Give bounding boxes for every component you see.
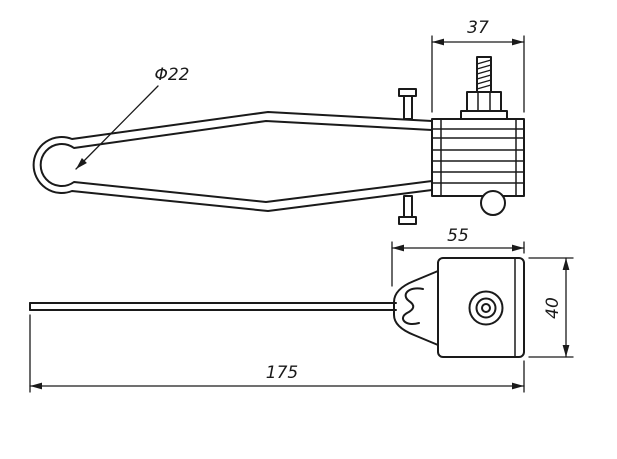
dim175-arrow-left (30, 382, 42, 390)
bolt-thread-4 (476, 74, 492, 80)
dimension-overall-length: 175 (29, 314, 525, 393)
dimension-loop-diameter: Φ22 (75, 65, 190, 170)
dim40-arrow-bottom (562, 345, 570, 357)
bolt-head-outer-circle (468, 290, 504, 326)
dimension-top-width: 37 (431, 18, 525, 113)
bolt-thread-6 (476, 84, 492, 90)
bolt-thread-5 (476, 79, 492, 85)
phi22-label: Φ22 (154, 65, 189, 85)
dim175-arrow-right (512, 382, 524, 390)
dim55-arrow-left (392, 244, 404, 252)
bolt-thread-2 (476, 64, 492, 70)
dimension-body-height: 40 (528, 257, 574, 358)
dim55-label: 55 (447, 226, 469, 246)
bail-loop-inner (39, 120, 433, 203)
dim37-arrow-right (512, 38, 524, 46)
bolt-thread-3 (476, 69, 492, 75)
dim37-arrow-left (432, 38, 444, 46)
lower-screw-stem (403, 195, 413, 218)
clamp-body-side (437, 257, 525, 358)
top-view (32, 56, 525, 225)
top-bolt (460, 56, 508, 120)
dim37-label: 37 (467, 18, 489, 38)
upper-screw-head (398, 88, 417, 97)
bail-loop-outer (32, 111, 433, 212)
rod (29, 302, 397, 311)
dim40-arrow-top (562, 258, 570, 270)
bolt-washer (460, 110, 508, 120)
lower-screw-head (398, 216, 417, 225)
s-hook-slot (402, 287, 424, 325)
lower-set-screw (398, 195, 417, 225)
dim175-label: 175 (266, 363, 298, 383)
dim40-label: 40 (543, 297, 563, 319)
bolt-head-center-circle (481, 303, 491, 313)
dim55-arrow-right (512, 244, 524, 252)
dimension-body-width: 55 (391, 226, 525, 287)
phi22-leader-arrow (76, 158, 87, 169)
bolt-thread-1 (476, 59, 492, 65)
bolt-head-middle-circle (475, 297, 497, 319)
bolt-nut (466, 91, 502, 112)
roller (480, 190, 506, 216)
upper-screw-stem (403, 95, 413, 120)
wedge-bracket (393, 270, 439, 346)
phi22-leader-line (75, 85, 159, 170)
upper-set-screw (398, 88, 417, 120)
side-view (29, 257, 525, 358)
clamp-body (431, 118, 525, 197)
